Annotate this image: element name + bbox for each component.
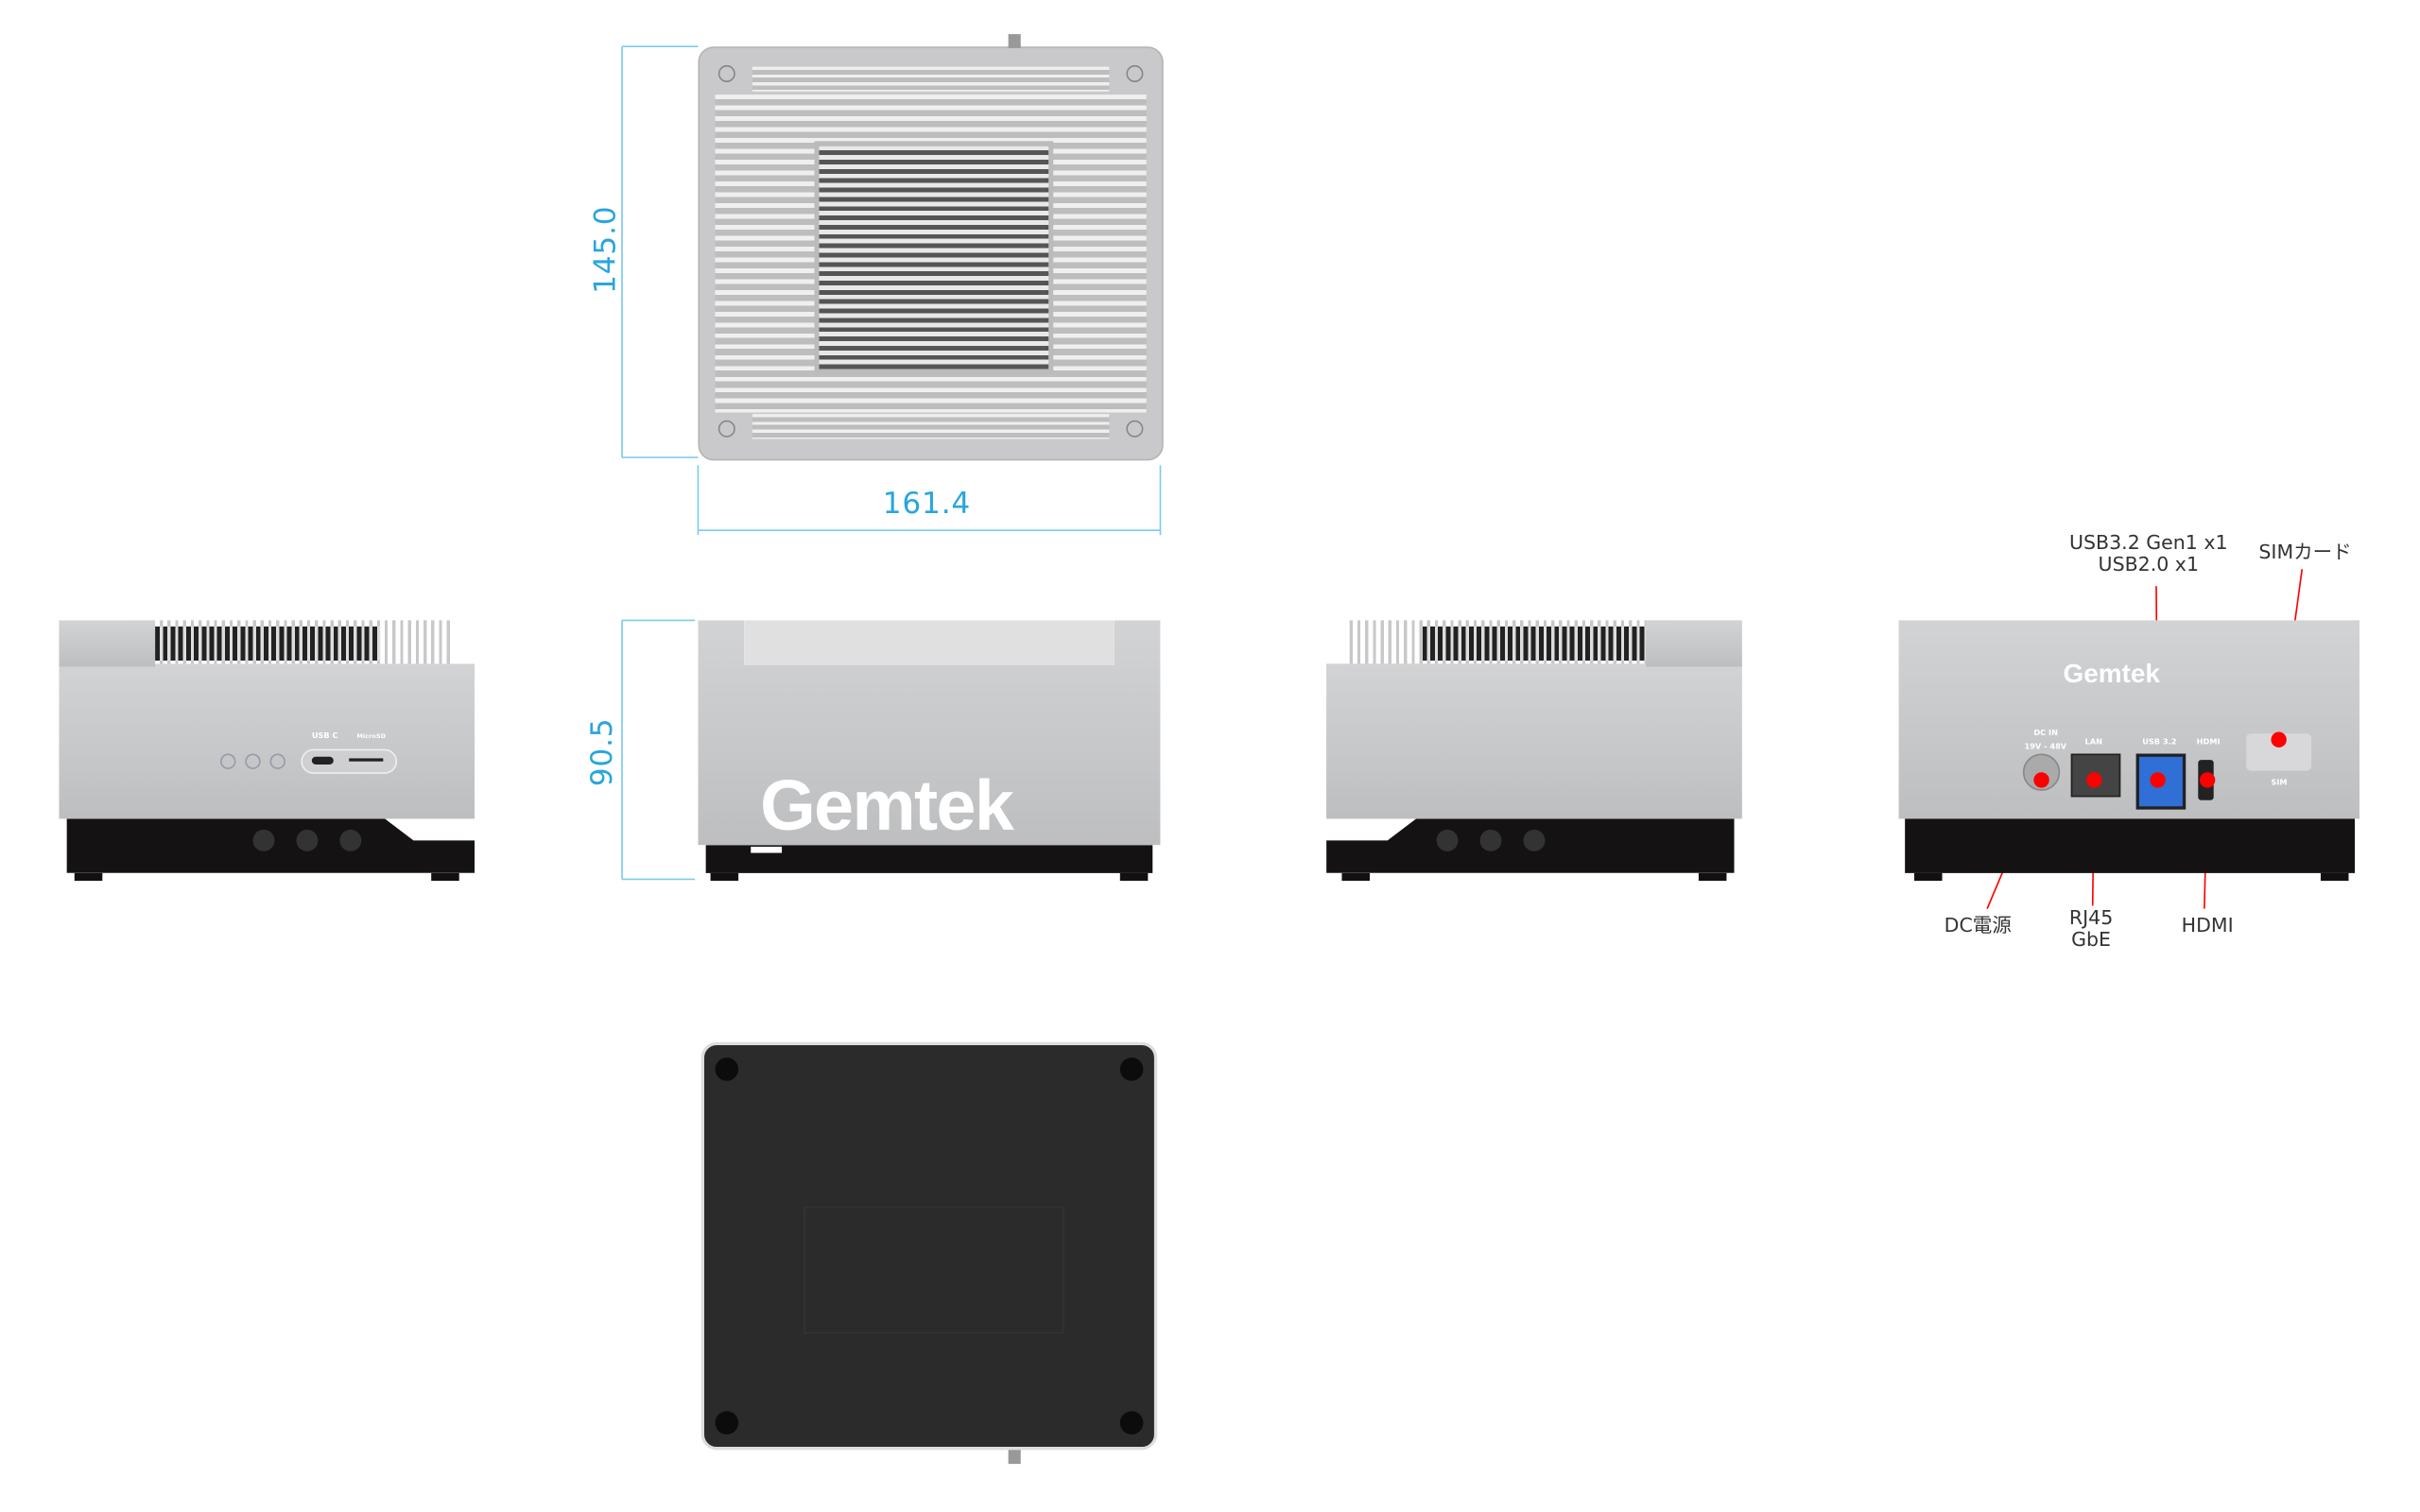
usb-c-label: USB C xyxy=(311,731,338,742)
callout-marker xyxy=(2150,772,2166,788)
status-led xyxy=(751,846,783,853)
dc-in-label: DC IN xyxy=(2033,729,2058,739)
hdmi-label: HDMI xyxy=(2196,738,2221,747)
callout-marker xyxy=(2033,772,2049,788)
screw-icon xyxy=(1126,64,1144,82)
bottom-view xyxy=(700,1041,1158,1451)
microsd-label: MicroSD xyxy=(356,731,387,740)
led-indicator xyxy=(269,753,285,769)
microsd-slot xyxy=(349,758,384,762)
screw-icon xyxy=(1126,420,1144,438)
rear-view: Gemtek DC IN 19V - 48V LAN USB 3.2 HDMI … xyxy=(1898,620,2360,882)
antenna-connector xyxy=(1008,1450,1021,1465)
led-indicator xyxy=(245,753,261,769)
callout-rj45-line2: GbE xyxy=(2071,927,2112,951)
brand-logo: Gemtek xyxy=(760,765,1014,846)
left-side-view: USB C MicroSD xyxy=(59,620,475,882)
callout-usb-line2: USB2.0 x1 xyxy=(2098,552,2200,576)
usb-label: USB 3.2 xyxy=(2142,738,2177,747)
height-dimension-label: 90.5 xyxy=(584,717,620,787)
brand-logo-rear: Gemtek xyxy=(2063,659,2160,689)
callout-rj45: RJ45 GbE xyxy=(2045,905,2137,951)
lan-label: LAN xyxy=(2084,738,2102,747)
callout-usb-line1: USB3.2 Gen1 x1 xyxy=(2069,530,2228,554)
fan-grille xyxy=(814,141,1054,374)
width-dimension-label: 161.4 xyxy=(882,487,972,522)
top-view xyxy=(698,46,1164,461)
callout-marker xyxy=(2199,772,2216,788)
callout-rj45-line1: RJ45 xyxy=(2068,905,2114,929)
rubber-foot xyxy=(1119,1057,1144,1081)
callout-marker xyxy=(2086,772,2102,788)
callout-sim: SIMカード xyxy=(2258,540,2352,563)
front-view: Gemtek xyxy=(698,620,1161,882)
rubber-foot xyxy=(715,1057,739,1081)
callout-usb: USB3.2 Gen1 x1 USB2.0 x1 xyxy=(2055,530,2241,576)
depth-dimension-label: 145.0 xyxy=(588,205,623,294)
callout-hdmi: HDMI xyxy=(2181,913,2234,937)
screw-icon xyxy=(717,64,735,82)
antenna-connector xyxy=(1008,34,1021,48)
callout-dc-power: DC電源 xyxy=(1944,913,2012,937)
dc-voltage-label: 19V - 48V xyxy=(2024,743,2067,752)
usb-c-port xyxy=(311,756,334,765)
callout-marker xyxy=(2271,731,2287,747)
rubber-foot xyxy=(715,1411,739,1435)
port-bezel xyxy=(301,748,398,774)
rubber-foot xyxy=(1119,1411,1144,1435)
screw-icon xyxy=(717,420,735,438)
sim-label: SIM xyxy=(2271,778,2288,788)
dimension-lines xyxy=(621,45,1162,881)
right-side-view xyxy=(1326,620,1742,882)
power-button xyxy=(220,753,236,769)
